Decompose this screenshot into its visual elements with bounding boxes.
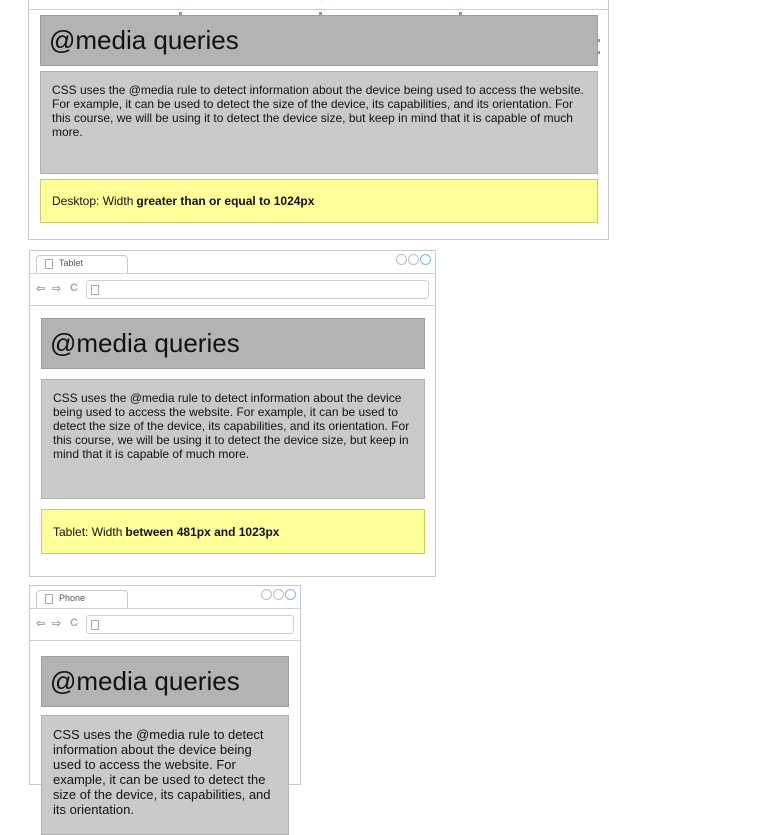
tablet-browser-frame: Tablet ⇦ ⇨ C @media queries CSS uses the… bbox=[29, 250, 436, 577]
nav-divider bbox=[30, 305, 435, 306]
window-control-icon[interactable] bbox=[285, 589, 296, 600]
page-icon bbox=[45, 594, 53, 604]
window-control-icon[interactable] bbox=[273, 589, 284, 600]
forward-arrow-icon[interactable]: ⇨ bbox=[52, 283, 62, 295]
address-bar[interactable] bbox=[86, 280, 429, 299]
forward-arrow-icon[interactable]: ⇨ bbox=[52, 618, 62, 630]
selection-handle bbox=[597, 39, 600, 42]
reload-icon[interactable]: C bbox=[70, 282, 78, 294]
address-bar[interactable] bbox=[86, 615, 294, 634]
nav-bar: ⇦ ⇨ C bbox=[34, 615, 294, 635]
back-arrow-icon[interactable]: ⇦ bbox=[36, 618, 46, 630]
page-heading: @media queries bbox=[40, 15, 598, 66]
tab-bar: Tablet bbox=[30, 251, 435, 273]
nav-bar: ⇦ ⇨ C bbox=[34, 280, 429, 300]
browser-tab[interactable]: Tablet bbox=[36, 255, 128, 273]
breakpoint-label: Desktop: Width bbox=[52, 194, 134, 208]
window-control-icon[interactable] bbox=[408, 254, 419, 265]
window-control-icon[interactable] bbox=[396, 254, 407, 265]
selection-handle bbox=[597, 51, 600, 54]
page-heading: @media queries bbox=[41, 656, 289, 707]
reload-icon[interactable]: C bbox=[70, 617, 78, 629]
selection-handle bbox=[179, 12, 182, 15]
tab-divider bbox=[30, 608, 300, 609]
breakpoint-note: Tablet: Width between 481px and 1023px bbox=[41, 509, 425, 554]
description-paragraph: CSS uses the @media rule to detect infor… bbox=[41, 715, 289, 835]
page-icon bbox=[91, 620, 99, 630]
window-control-icon[interactable] bbox=[261, 589, 272, 600]
phone-browser-frame: Phone ⇦ ⇨ C @media queries CSS uses the … bbox=[29, 585, 301, 835]
selection-handle bbox=[319, 12, 322, 15]
tab-label: Tablet bbox=[59, 258, 84, 268]
back-arrow-icon[interactable]: ⇦ bbox=[36, 283, 46, 295]
breakpoint-range: greater than or equal to 1024px bbox=[136, 194, 315, 208]
tab-label: Phone bbox=[59, 593, 86, 603]
description-paragraph: CSS uses the @media rule to detect infor… bbox=[41, 379, 425, 499]
window-control-icon[interactable] bbox=[420, 254, 431, 265]
page-icon bbox=[45, 259, 53, 269]
desktop-top-divider bbox=[29, 9, 608, 10]
page-heading: @media queries bbox=[41, 318, 425, 369]
window-controls bbox=[396, 254, 431, 265]
nav-divider bbox=[30, 640, 300, 641]
breakpoint-label: Tablet: Width bbox=[53, 524, 123, 539]
tab-bar: Phone bbox=[30, 586, 300, 608]
window-controls bbox=[261, 589, 296, 600]
breakpoint-range: between 481px and 1023px bbox=[125, 524, 280, 539]
browser-tab[interactable]: Phone bbox=[36, 590, 128, 608]
desktop-browser-frame: @media queries CSS uses the @media rule … bbox=[28, 0, 609, 240]
page-icon bbox=[91, 285, 99, 295]
description-paragraph: CSS uses the @media rule to detect infor… bbox=[40, 71, 598, 174]
tab-divider bbox=[30, 273, 435, 274]
breakpoint-note: Desktop: Width greater than or equal to … bbox=[40, 179, 598, 223]
selection-handle bbox=[459, 12, 462, 15]
